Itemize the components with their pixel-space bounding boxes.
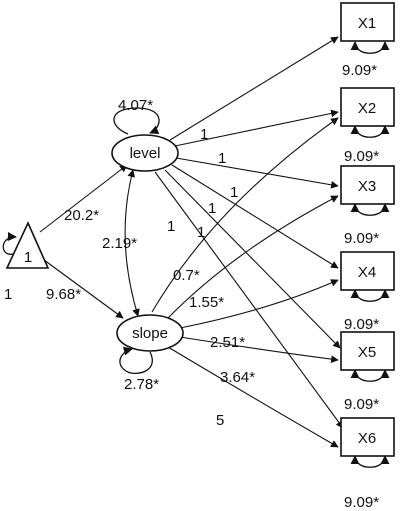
path-label-constant-level: 20.2* bbox=[64, 207, 99, 224]
variance-label-x4: 9.09* bbox=[344, 316, 379, 333]
constant-triangle bbox=[5, 221, 50, 269]
loading-label-slope-x2: 0.7* bbox=[173, 267, 200, 284]
indicator-x3-label: X3 bbox=[358, 178, 376, 195]
variance-loop-x2 bbox=[350, 125, 390, 138]
variance-loop-slope bbox=[119, 346, 153, 375]
loading-label-level-x3: 1 bbox=[218, 150, 226, 167]
edge-constant-slope bbox=[39, 256, 124, 319]
edge-slope-x3 bbox=[167, 195, 339, 319]
loading-label-slope-x4: 2.51* bbox=[210, 334, 245, 351]
loading-label-level-x2: 1 bbox=[200, 126, 208, 143]
edge-slope-x6 bbox=[167, 346, 339, 448]
level-factor bbox=[111, 134, 179, 172]
edge-slope-x5 bbox=[179, 336, 339, 363]
loading-label-slope-x6: 5 bbox=[216, 412, 224, 429]
edge-constant-level bbox=[39, 164, 128, 233]
edge-level-x2 bbox=[174, 109, 339, 147]
loading-label-level-extra: 1 bbox=[167, 218, 175, 235]
variance-loop-x3 bbox=[350, 203, 390, 216]
indicator-x5-box bbox=[340, 331, 395, 371]
variance-loop-x4 bbox=[350, 289, 390, 302]
indicator-x2-box bbox=[340, 87, 395, 127]
variance-label-x6: 9.09* bbox=[344, 494, 379, 511]
indicator-x4-label: X4 bbox=[358, 264, 376, 281]
loading-label-slope-x3: 1.55* bbox=[189, 294, 224, 311]
variance-label-constant: 1 bbox=[4, 286, 12, 303]
loading-label-level-x4: 1 bbox=[230, 184, 238, 201]
level-label: level bbox=[130, 145, 161, 162]
variance-label-x5: 9.09* bbox=[344, 396, 379, 413]
indicator-x4-box bbox=[340, 251, 395, 291]
variance-label-level: 4.07* bbox=[118, 97, 153, 114]
loading-label-level-x5: 1 bbox=[208, 200, 216, 217]
variance-loop-x6 bbox=[350, 455, 390, 468]
loading-label-slope-x5: 3.64* bbox=[220, 369, 255, 386]
variance-loop-x1 bbox=[350, 41, 390, 54]
loading-label-level-x6: 1 bbox=[197, 224, 205, 241]
indicator-x6-box bbox=[340, 417, 395, 457]
edge-slope-x2 bbox=[151, 117, 339, 313]
indicator-x3-box bbox=[340, 165, 395, 205]
covariance-level-slope bbox=[124, 169, 140, 317]
variance-loop-constant bbox=[2, 232, 17, 255]
edge-level-x3 bbox=[175, 157, 339, 189]
variance-loop-level bbox=[113, 107, 160, 135]
edge-level-x1 bbox=[169, 36, 339, 141]
variance-label-x2: 9.09* bbox=[344, 148, 379, 165]
edge-level-x5 bbox=[164, 169, 341, 349]
constant-label: 1 bbox=[24, 249, 32, 266]
indicator-x1-box bbox=[340, 2, 395, 42]
path-label-constant-slope: 9.68* bbox=[46, 286, 81, 303]
edge-slope-x4 bbox=[179, 279, 339, 329]
indicator-x6-label: X6 bbox=[358, 430, 376, 447]
path-label-covariance: 2.19* bbox=[102, 235, 137, 252]
indicator-x2-label: X2 bbox=[358, 100, 376, 117]
edge-level-x6 bbox=[154, 171, 344, 429]
slope-label: slope bbox=[132, 325, 168, 342]
slope-factor bbox=[116, 314, 184, 352]
indicator-x5-label: X5 bbox=[358, 344, 376, 361]
variance-label-slope: 2.78* bbox=[124, 376, 159, 393]
variance-label-x3: 9.09* bbox=[344, 230, 379, 247]
variance-loop-x5 bbox=[350, 369, 390, 382]
indicator-x1-label: X1 bbox=[358, 15, 376, 32]
edge-level-x4 bbox=[171, 164, 339, 269]
variance-label-x1: 9.09* bbox=[342, 62, 377, 79]
